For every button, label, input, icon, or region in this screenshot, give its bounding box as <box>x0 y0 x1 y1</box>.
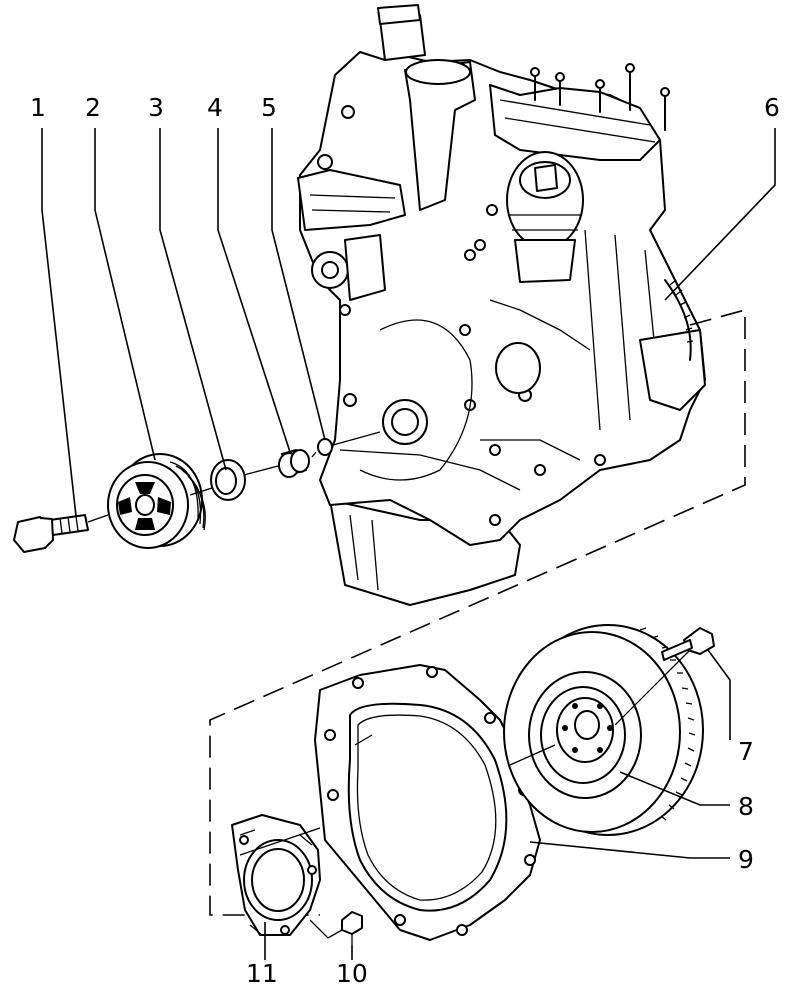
callout-9: 9 <box>738 845 754 874</box>
callout-1: 1 <box>30 93 46 122</box>
callout-6: 6 <box>764 93 780 122</box>
engine-block <box>297 4 706 606</box>
rear-adapter-plate <box>314 664 541 941</box>
callout-7: 7 <box>738 737 754 766</box>
callout-2: 2 <box>85 93 101 122</box>
rear-assembly-axis <box>239 649 691 856</box>
callout-3: 3 <box>148 93 164 122</box>
crank-o-ring <box>317 438 333 456</box>
crank-bolt <box>13 514 89 553</box>
callout-labels: 1 2 3 4 5 6 7 8 9 10 11 <box>30 93 780 988</box>
front-assembly-axis <box>87 431 381 523</box>
callout-10: 10 <box>336 959 368 988</box>
leader-lines <box>41 128 776 960</box>
callout-4: 4 <box>207 93 223 122</box>
callout-11: 11 <box>246 959 278 988</box>
rear-seal-flange <box>231 814 321 936</box>
flywheel-bolt <box>661 627 715 661</box>
rear-assembly-boundary <box>209 308 746 916</box>
crank-sleeve <box>278 449 310 478</box>
flange-bolt <box>341 911 363 945</box>
callout-5: 5 <box>261 93 277 122</box>
flywheel <box>503 624 704 836</box>
crank-pulley <box>107 453 206 549</box>
callout-8: 8 <box>738 792 754 821</box>
crank-spacer-ring <box>210 459 246 501</box>
